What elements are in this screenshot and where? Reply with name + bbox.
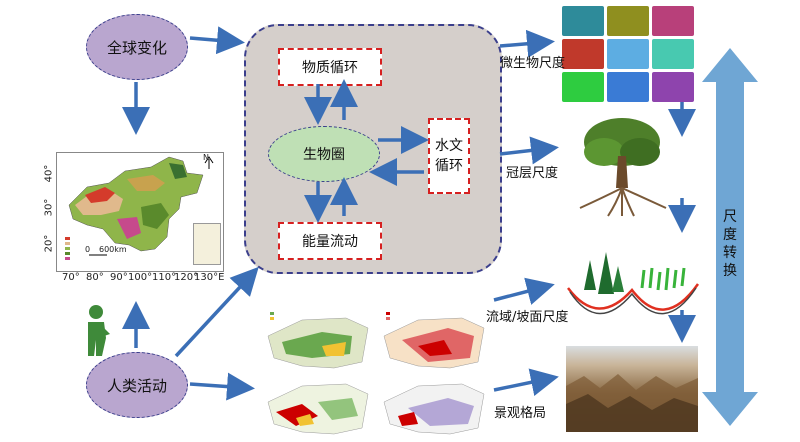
landscape-photo (566, 346, 698, 432)
global-change-node: 全球变化 (86, 14, 188, 80)
lon-tick-110: 110° (152, 272, 177, 283)
scale-transform-char-4: 换 (723, 263, 737, 279)
arrow-zones-to-landscape (493, 368, 559, 396)
arrow-human-to-zones (189, 372, 255, 401)
scale-transform-arrow (702, 48, 758, 426)
person-figure (88, 305, 110, 356)
material-cycle-label: 物质循环 (302, 60, 358, 76)
lat-tick-40: 40° (43, 164, 55, 183)
map-scale-label: 600km (99, 245, 127, 254)
human-activity-label: 人类活动 (106, 376, 167, 395)
lon-tick-90: 90° (110, 272, 128, 283)
microbe-cell (652, 6, 694, 36)
south-sea-inset (193, 223, 221, 265)
landscape-scale-label: 景观格局 (494, 406, 547, 421)
lat-tick-30: 30° (43, 198, 55, 217)
global-change-label: 全球变化 (106, 38, 167, 57)
scale-transform-char-2: 度 (723, 227, 737, 243)
microbe-cell (652, 39, 694, 69)
lon-tick-80: 80° (86, 272, 104, 283)
scale-transform-label: 尺 度 转 换 (720, 208, 740, 280)
water-cycle-label-2: 循环 (435, 158, 463, 174)
lon-tick-100: 100° (128, 272, 153, 283)
microbe-cell (562, 39, 604, 69)
basin-image (567, 252, 700, 315)
biosphere-node: 生物圈 (268, 126, 380, 182)
zone-maps (262, 306, 488, 436)
microbe-cell (652, 72, 694, 102)
water-cycle-box: 水文 循环 (428, 118, 470, 194)
arrow-center-to-micro (499, 29, 555, 58)
energy-flow-box: 能量流动 (278, 222, 382, 260)
lat-tick-20: 20° (43, 234, 55, 253)
lon-tick-130: 130°E (194, 272, 225, 283)
china-map: N 0 600km (56, 152, 224, 272)
arrow-global-to-center (189, 26, 245, 55)
map-scale-zero: 0 (85, 245, 91, 254)
microbe-cell (562, 72, 604, 102)
china-map-graphic (65, 156, 214, 260)
microbe-grid (562, 6, 694, 102)
microbe-cell (607, 39, 649, 69)
scale-transform-char-3: 转 (723, 245, 737, 261)
microbe-cell (607, 72, 649, 102)
water-cycle-label-1: 水文 (435, 138, 463, 154)
lon-tick-70: 70° (62, 272, 80, 283)
arrow-center-to-canopy (499, 136, 559, 165)
energy-flow-label: 能量流动 (302, 234, 358, 250)
canopy-scale-label: 冠层尺度 (506, 166, 559, 181)
basin-scale-label: 流域/坡面尺度 (486, 310, 569, 325)
microbe-cell (607, 6, 649, 36)
scale-transform-char-1: 尺 (723, 209, 737, 225)
microbe-cell (562, 6, 604, 36)
human-activity-node: 人类活动 (86, 352, 188, 418)
map-north-label: N (203, 153, 209, 162)
arrow-zones-to-basin (493, 277, 555, 305)
micro-scale-label: 微生物尺度 (500, 56, 566, 71)
lon-tick-120: 120° (174, 272, 199, 283)
arrow-human-to-center (174, 266, 259, 358)
tree-image (579, 118, 667, 217)
zone-maps-graphic (267, 312, 485, 435)
biosphere-label: 生物圈 (303, 147, 345, 163)
landscape-ridges (566, 374, 698, 432)
